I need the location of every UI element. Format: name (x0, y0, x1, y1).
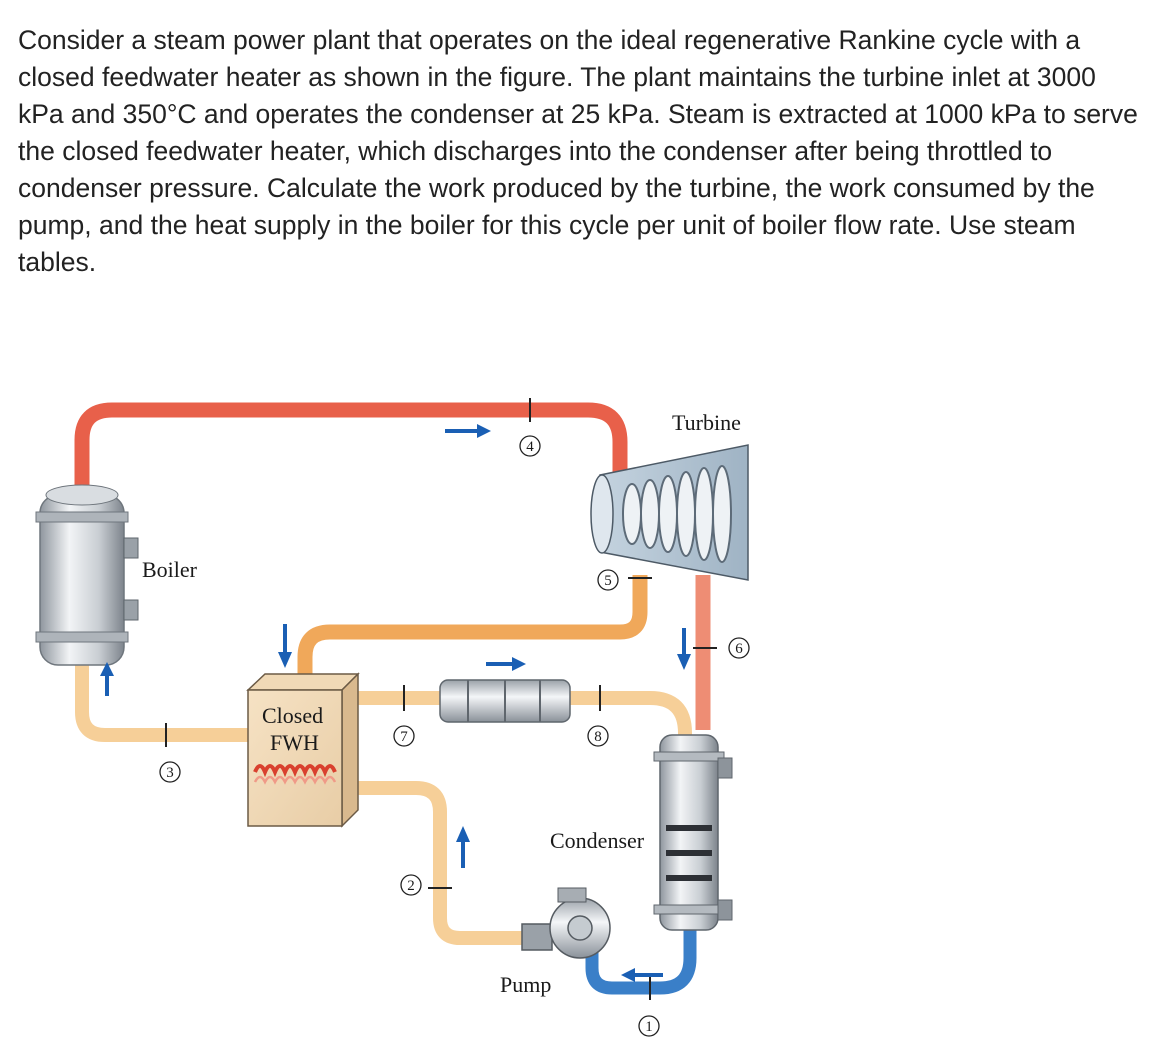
state-4-marker (519, 435, 541, 457)
pump (521, 887, 611, 959)
state-1-label: 1 (645, 1019, 653, 1035)
state-1-marker (638, 1015, 660, 1037)
arrow-down-icon (677, 628, 691, 670)
pump-label: Pump (500, 972, 551, 997)
turbine-label: Turbine (672, 410, 741, 435)
heater-coil-icon (253, 764, 337, 778)
arrow-up-icon (456, 826, 470, 868)
state-ticks (165, 398, 717, 1000)
state-6-marker (728, 637, 750, 659)
arrow-left-icon (621, 968, 663, 982)
state-7-label: 7 (400, 729, 408, 745)
state-5-label: 5 (604, 573, 612, 589)
state-5-marker (597, 569, 619, 591)
condenser (653, 734, 733, 931)
closed-fwh (246, 672, 360, 828)
fwh-drain-pipe (355, 691, 692, 742)
arrow-up-icon (100, 662, 114, 696)
throttle-valve (439, 679, 571, 723)
state-8-label: 8 (594, 729, 602, 745)
state-3-label: 3 (166, 765, 174, 781)
problem-statement: Consider a steam power plant that operat… (18, 25, 1138, 277)
state-4-label: 4 (526, 439, 534, 455)
state-6-label: 6 (735, 641, 743, 657)
boiler-label: Boiler (142, 557, 198, 582)
state-2-label: 2 (407, 878, 415, 894)
turbine (590, 444, 749, 581)
state-3-marker (159, 761, 181, 783)
condensate-pipe (585, 925, 697, 995)
arrow-down-icon (278, 624, 292, 668)
arrow-right-icon (486, 657, 526, 671)
extraction-pipe (297, 575, 648, 690)
pump-to-fwh-pipe (355, 781, 530, 945)
feedwater-to-boiler-pipe (75, 665, 250, 742)
boiler (35, 484, 139, 666)
state-7-marker (393, 725, 415, 747)
state-2-marker (400, 874, 422, 896)
regenerative-rankine-diagram: 4 5 6 7 8 3 2 1 Turbine Boiler Closed FW… (35, 398, 750, 1037)
flow-arrows (100, 424, 691, 982)
arrow-right-icon (445, 424, 491, 438)
condenser-label: Condenser (550, 828, 645, 853)
fwh-label-line1: Closed (262, 703, 323, 728)
state-8-marker (587, 725, 609, 747)
hot-steam-pipe (74, 402, 628, 492)
fwh-label-line2: FWH (270, 730, 319, 755)
